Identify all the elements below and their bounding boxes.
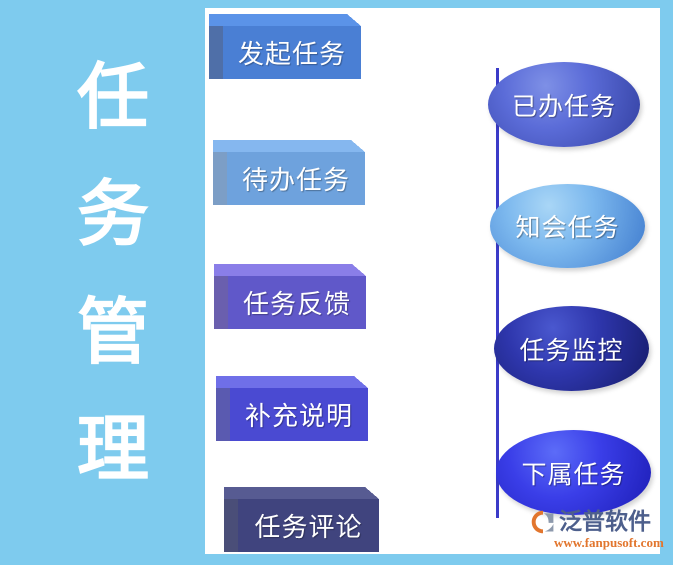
box-side-face: [224, 499, 238, 552]
box-top-face: [216, 376, 354, 388]
flow-step-initiate-task[interactable]: 发起任务: [209, 14, 361, 79]
flow-step-label: 补充说明: [230, 388, 368, 441]
node-task-monitor[interactable]: 任务监控: [494, 306, 649, 391]
flow-step-task-comment[interactable]: 任务评论: [224, 487, 379, 552]
box-corner: [352, 264, 366, 276]
title-char-3: 管: [76, 289, 149, 374]
flow-step-label: 发起任务: [223, 26, 361, 79]
box-top-face: [209, 14, 347, 26]
diagram-panel: 发起任务 待办任务 任务反馈 补充说明: [205, 8, 660, 554]
box-top-face: [213, 140, 351, 152]
flow-connector-line: [496, 68, 499, 518]
box-side-face: [213, 152, 227, 205]
node-label: 知会任务: [515, 213, 620, 242]
flow-step-supplementary-note[interactable]: 补充说明: [216, 376, 368, 441]
page-title: 任 务 管 理: [58, 58, 168, 488]
node-label: 下属任务: [521, 459, 626, 489]
flow-step-label: 任务反馈: [228, 276, 366, 329]
box-corner: [354, 376, 368, 388]
fanpu-logo-icon: [531, 510, 554, 534]
flow-step-label: 待办任务: [227, 152, 365, 205]
box-top-face: [224, 487, 365, 499]
title-char-4: 理: [76, 406, 149, 491]
node-done-task[interactable]: 已办任务: [488, 62, 640, 147]
flow-step-todo-task[interactable]: 待办任务: [213, 140, 365, 205]
box-corner: [347, 14, 361, 26]
node-label: 已办任务: [511, 91, 616, 121]
box-side-face: [214, 276, 228, 329]
title-char-1: 任: [76, 55, 149, 139]
box-side-face: [209, 26, 223, 79]
title-char-2: 务: [76, 172, 149, 257]
node-subordinate-task[interactable]: 下属任务: [496, 430, 651, 515]
brand-url: www.fanpusoft.com: [554, 535, 664, 550]
brand-watermark: 泛普软件 www.fanpusoft.com: [530, 508, 664, 552]
flow-step-label: 任务评论: [238, 499, 379, 552]
box-top-face: [214, 264, 352, 276]
node-notify-task[interactable]: 知会任务: [490, 184, 645, 268]
brand-name: 泛普软件: [559, 509, 651, 535]
box-corner: [365, 487, 379, 499]
flow-step-task-feedback[interactable]: 任务反馈: [214, 264, 366, 329]
node-label: 任务监控: [519, 335, 624, 365]
box-corner: [351, 140, 365, 152]
box-side-face: [216, 388, 230, 441]
